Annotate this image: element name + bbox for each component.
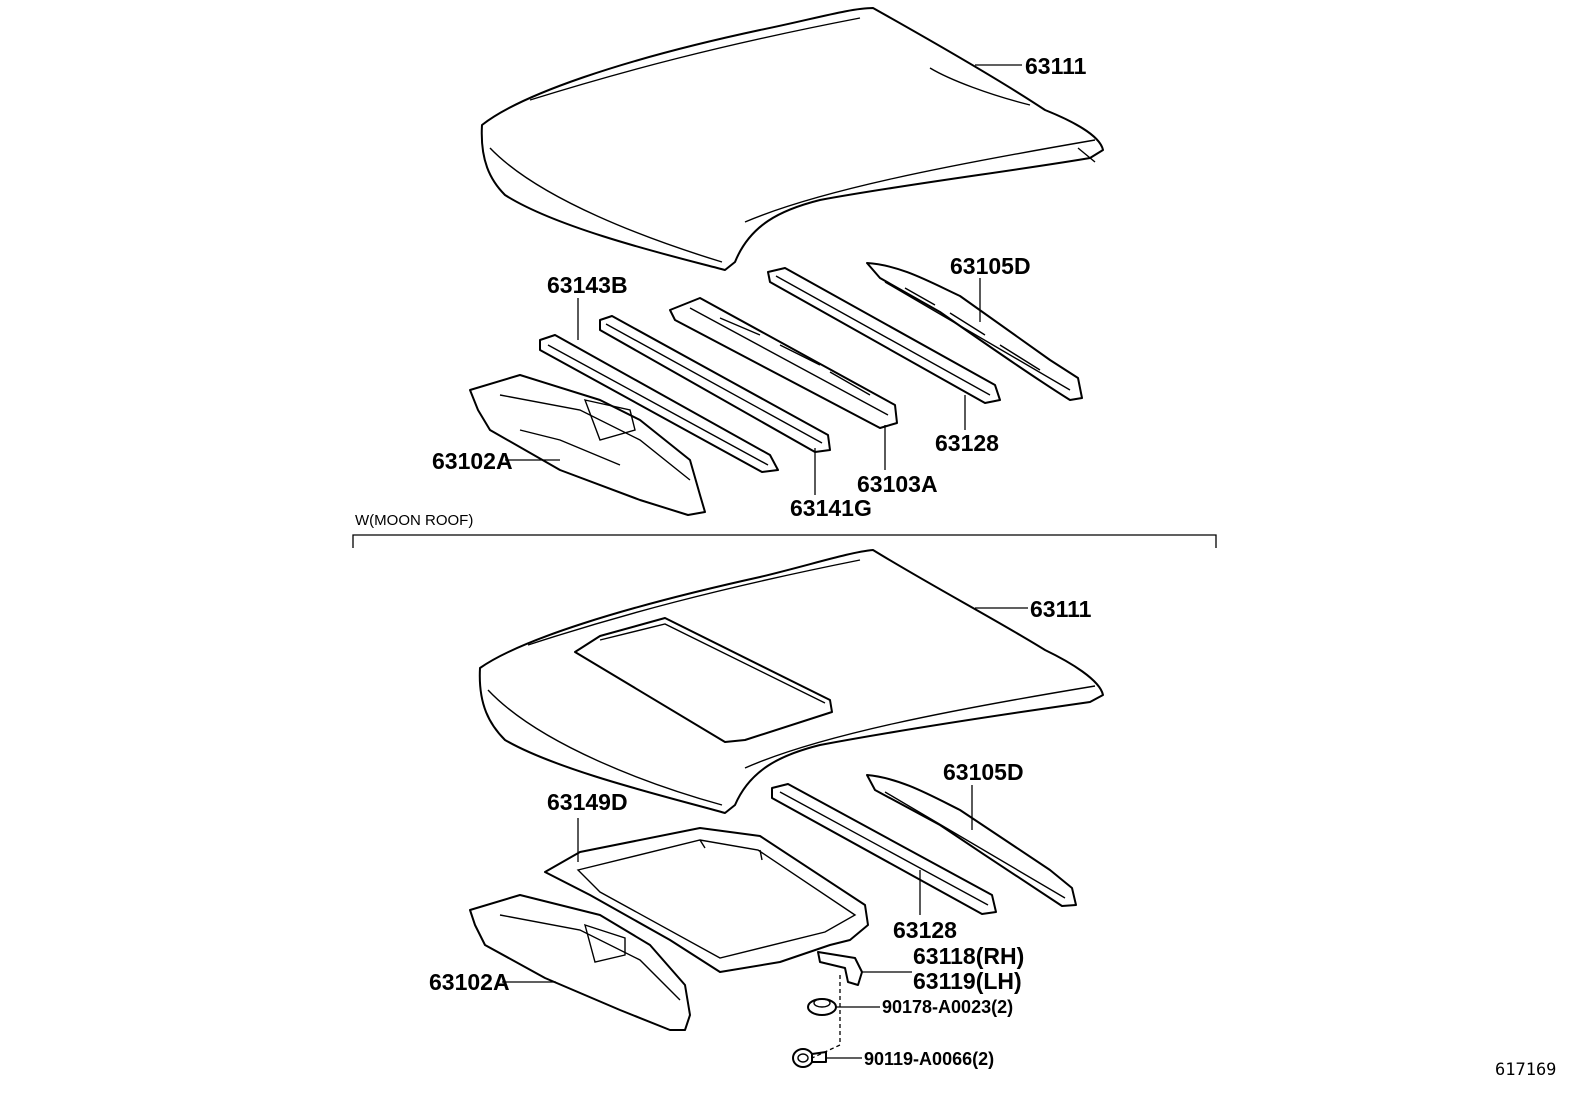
label-63141g: 63141G [790, 495, 872, 521]
roof-reinforcement-63103a[interactable] [669, 297, 898, 429]
front-header-63102a-moonroof[interactable] [469, 894, 691, 1031]
roof-reinforcement-63105d-top[interactable] [866, 262, 1083, 401]
label-63118-rh: 63118(RH) [913, 943, 1024, 969]
section-title-moon-roof: W(MOON ROOF) [355, 512, 473, 529]
label-63102a-top: 63102A [432, 448, 513, 474]
roof-rail-63128-top[interactable] [767, 267, 1001, 404]
roof-rail-63141g[interactable] [599, 315, 831, 453]
nut-90178[interactable] [807, 998, 837, 1016]
label-63102a-moonroof: 63102A [429, 969, 510, 995]
roof-reinforcement-63105d-moonroof[interactable] [866, 774, 1077, 907]
label-roof-panel-moonroof: 63111 [1030, 596, 1092, 622]
roof-panel-moonroof[interactable] [478, 549, 1104, 814]
label-63128-top: 63128 [935, 430, 999, 456]
front-header-63102a-top[interactable] [469, 374, 706, 516]
figure-number: 617169 [1495, 1060, 1556, 1080]
roof-rail-63128-moonroof[interactable] [771, 783, 997, 915]
label-63149d: 63149D [547, 789, 628, 815]
label-63103a: 63103A [857, 471, 938, 497]
label-63105d-moonroof: 63105D [943, 759, 1024, 785]
roof-panel-top[interactable] [480, 7, 1104, 271]
moonroof-frame-63149d[interactable] [544, 827, 869, 973]
label-63143b: 63143B [547, 272, 628, 298]
label-63128-moonroof: 63128 [893, 917, 957, 943]
label-63119-lh: 63119(LH) [913, 968, 1022, 994]
bolt-90119[interactable] [792, 1048, 827, 1068]
label-90178-nut: 90178-A0023(2) [882, 997, 1013, 1017]
roof-reinforcement-63143b[interactable] [539, 334, 779, 473]
label-63105d-top: 63105D [950, 253, 1031, 279]
label-roof-panel-top: 63111 [1025, 53, 1087, 79]
bracket-63118-63119[interactable] [817, 951, 863, 986]
label-90119-bolt: 90119-A0066(2) [864, 1049, 994, 1069]
